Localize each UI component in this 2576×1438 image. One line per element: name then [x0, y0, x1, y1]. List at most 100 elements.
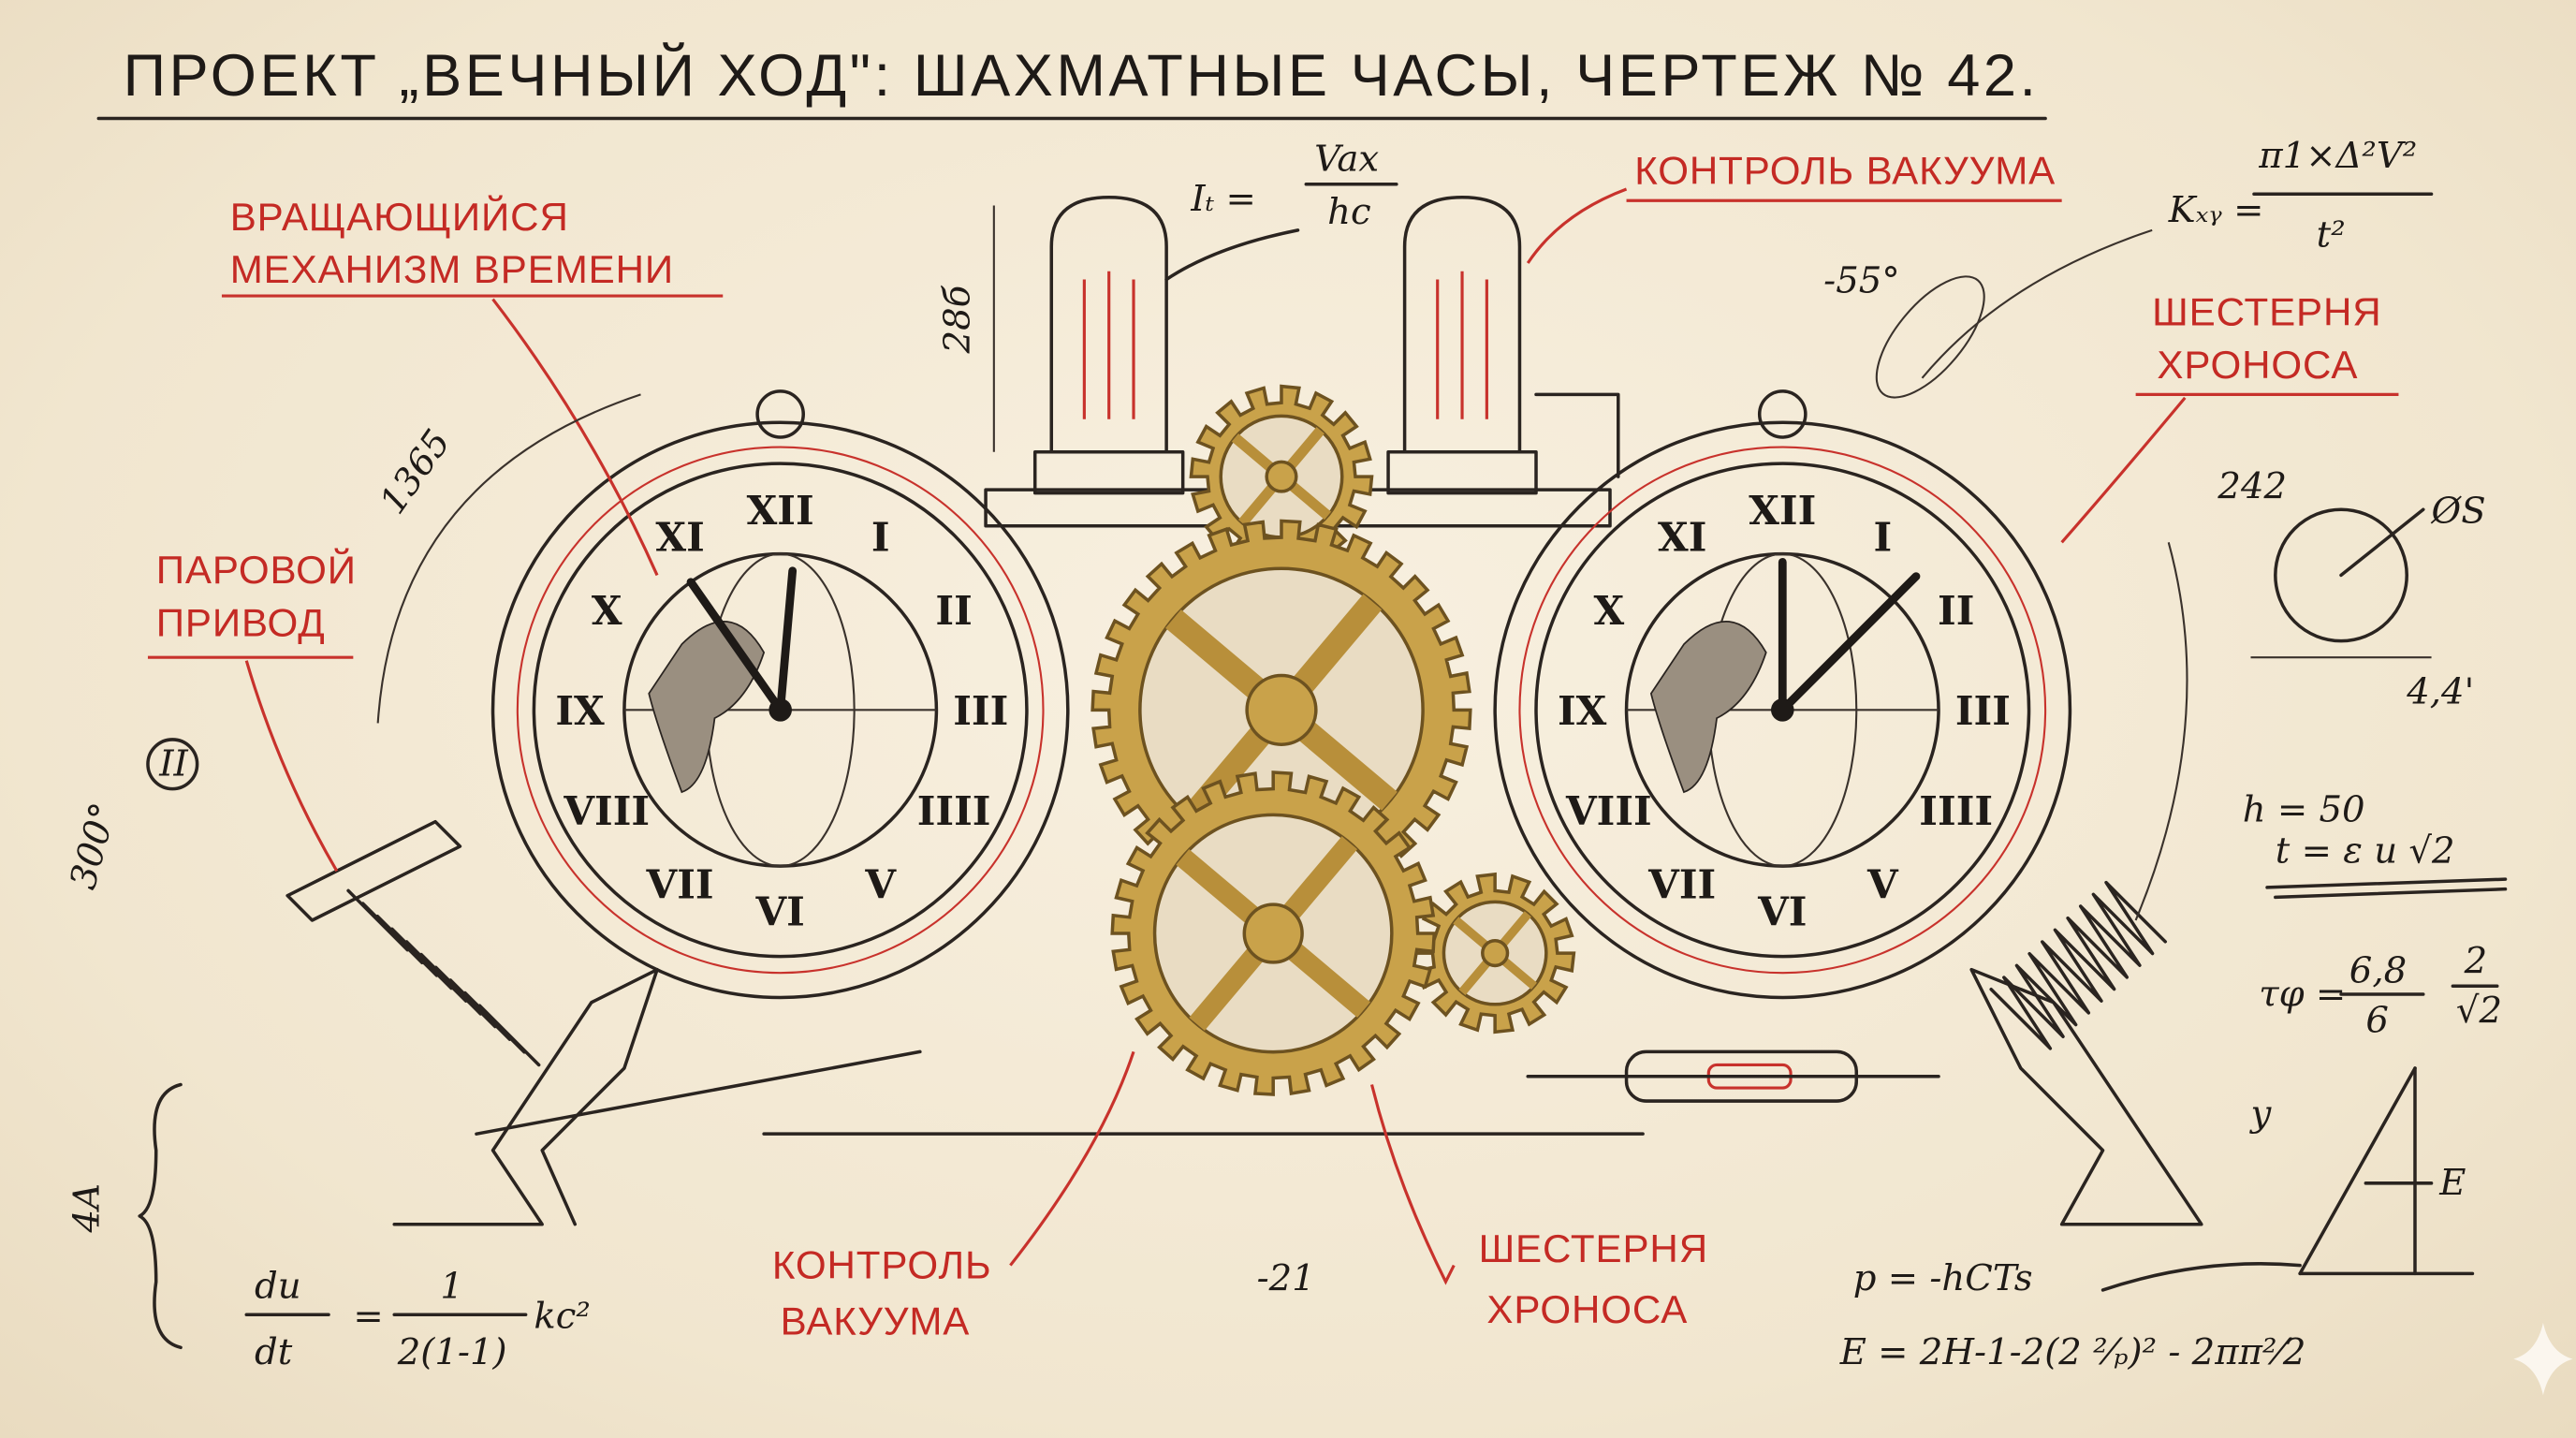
sparkle-icon [2513, 1323, 2573, 1396]
formula-text: hc [1327, 191, 1371, 233]
clock-dial [532, 462, 1029, 959]
formula-text: 2 [2464, 940, 2488, 982]
clock-numeral: V [864, 861, 897, 908]
formula-text: π1×Δ²V² [2258, 135, 2417, 177]
clock-dial [1534, 462, 2031, 959]
gear-train [1090, 384, 1576, 1096]
formula-text: dt [255, 1331, 293, 1373]
formula-text: 242 [2217, 465, 2287, 507]
vacuum-tube-right [1386, 195, 1538, 495]
formula-text: = [353, 1295, 383, 1337]
clock-numeral: I [1873, 514, 1892, 561]
steam-piston [285, 819, 462, 922]
base-frame [392, 967, 2203, 1226]
clock-numeral: VIII [563, 787, 650, 834]
dimension-minus21: -21 [1257, 1257, 1315, 1299]
gear-hub [1265, 460, 1298, 493]
label-chronos-gear-right: ШЕСТЕРНЯ ХРОНОСА [2060, 290, 2399, 544]
vacuum-tube-left [1032, 195, 1185, 495]
clock-numeral: VIII [1565, 787, 1652, 834]
dimension-28: 28б [937, 285, 979, 354]
formula-text: h = 50 [2243, 789, 2365, 831]
angle-300: 300° [62, 799, 125, 893]
label-line: ПРИВОД [156, 600, 326, 644]
label-line: ХРОНОСА [1486, 1287, 1688, 1331]
formula-text: t² [2317, 213, 2346, 256]
clock-hand [1778, 572, 1921, 714]
brace [138, 1082, 183, 1350]
formula-it: Iₜ = Vax hc [1164, 139, 1398, 282]
formula-text: Iₜ = [1190, 178, 1255, 220]
label-line: КОНТРОЛЬ [772, 1243, 992, 1287]
formula-text: 4,4' [2406, 670, 2474, 712]
clock-numeral: VI [1757, 888, 1807, 934]
formula-p: p = -hCTs [1853, 1257, 2033, 1299]
clock-case [1493, 420, 2072, 1000]
arrow [2100, 1262, 2302, 1292]
rotation-arc [2134, 542, 2188, 921]
label-vacuum-control-bottom: КОНТРОЛЬ ВАКУУМА [772, 1050, 1135, 1343]
label-line: ШЕСТЕРНЯ [1479, 1226, 1708, 1270]
label-line: ПАРОВОЙ [156, 547, 357, 592]
clock-numeral: IX [555, 687, 605, 734]
formula-kxy: Kₓᵧ = π1×Δ²V² t² [1921, 135, 2434, 379]
clock-numeral: IX [1558, 687, 1607, 734]
label-steam-drive: ПАРОВОЙ ПРИВОД [147, 547, 357, 873]
clock-numeral: IIII [917, 787, 991, 834]
label-chronos-gear-bottom: ШЕСТЕРНЯ ХРОНОСА [1369, 1084, 1708, 1331]
hand-pivot [1771, 698, 1794, 722]
clock-numeral: IIII [1919, 787, 1993, 834]
gear-hub [1245, 673, 1318, 746]
continent [648, 621, 766, 794]
gear-hub [1481, 939, 1510, 968]
clock-numeral: I [871, 514, 890, 561]
formula-text: 6 [2365, 999, 2389, 1041]
clock-faces: XIIIIIIIIIIIIVVIVIIVIIIIXXXIXIIIIIIIIIII… [490, 389, 2072, 1000]
clock-bezel [1518, 446, 2047, 975]
label-line: ВАКУУМА [781, 1299, 971, 1343]
left-spring [346, 888, 541, 1067]
spring-coil [1989, 880, 2167, 1050]
clock-numeral: VII [1647, 861, 1716, 908]
formula-text: 6,8 [2349, 950, 2407, 992]
formula-text: ØS [2431, 490, 2486, 532]
clock-numeral: II [1938, 587, 1974, 634]
formula-e: E = 2H-1-2(2 ²⁄ₚ)² - 2ππ²⁄2 [1839, 1331, 2306, 1373]
clock-numeral: VI [754, 888, 804, 934]
formula-du-dt: du dt = 1 2(1-1) kc² [244, 1266, 591, 1373]
clock-numeral: III [1955, 687, 2011, 734]
spring-coil [346, 888, 541, 1067]
triangle-graph: y E [2248, 1066, 2475, 1276]
formula-h-t: h = 50 t = ε u √2 [2243, 789, 2508, 900]
formula-tau: τφ = 6,8 6 2 √2 [2259, 940, 2502, 1041]
formula-text: y [2248, 1093, 2272, 1135]
formula-text: kc² [534, 1295, 591, 1337]
formula-text: 1 [440, 1266, 463, 1308]
right-spring [1989, 880, 2167, 1050]
clock-numeral: XI [655, 514, 704, 561]
formula-text: II [158, 743, 188, 785]
clock-numeral: XII [1749, 487, 1816, 534]
clock-hand [686, 578, 785, 714]
formula-text: 2(1-1) [397, 1331, 507, 1373]
clock-numeral: III [953, 687, 1008, 734]
clock-bezel [516, 446, 1045, 975]
continent [1649, 621, 1767, 794]
formula-text: Vax [1314, 139, 1379, 181]
formula-text: E [2438, 1162, 2466, 1204]
clock-numeral: XII [747, 487, 814, 534]
clock-case [490, 420, 1070, 1000]
label-line: ВРАЩАЮЩИЙСЯ [230, 194, 569, 239]
label-vacuum-control-top: КОНТРОЛЬ ВАКУУМА [1526, 149, 2062, 264]
dimension-1365: 1365 [372, 422, 459, 521]
gear-hub [1242, 902, 1304, 964]
label-line: ШЕСТЕРНЯ [2152, 290, 2381, 334]
drawing-title: ПРОЕКТ „ВЕЧНЫЙ ХОД": ШАХМАТНЫЕ ЧАСЫ, ЧЕР… [124, 42, 2040, 109]
hand-pivot [768, 698, 792, 722]
clock-numeral: X [592, 587, 622, 634]
label-line: ХРОНОСА [2157, 343, 2358, 387]
